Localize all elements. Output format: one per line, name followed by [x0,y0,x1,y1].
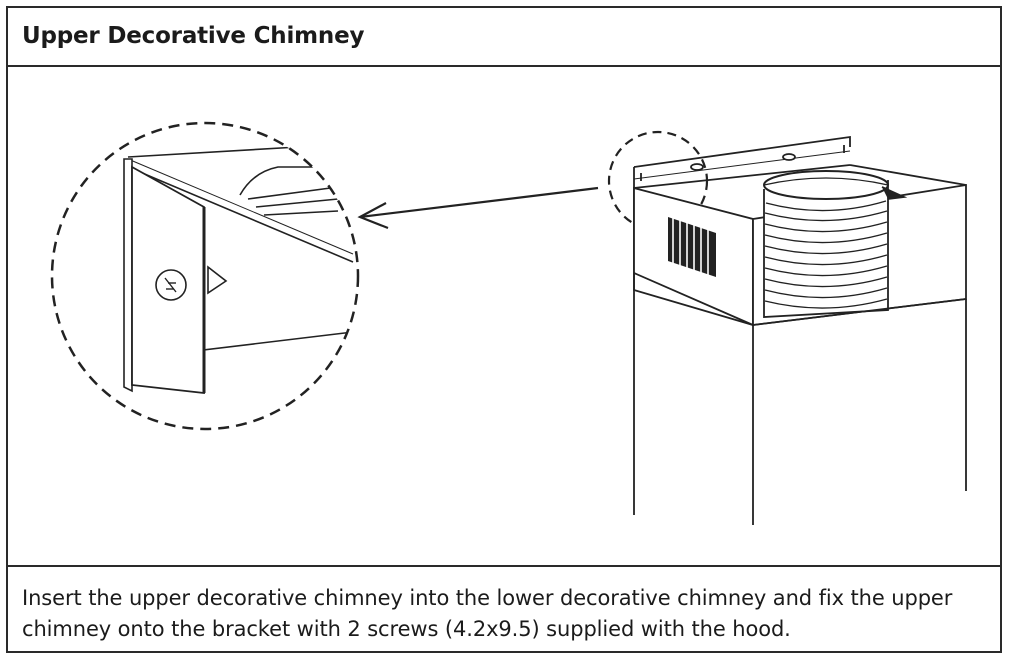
instruction-panel: Upper Decorative Chimney [6,6,1002,653]
instruction-text: Insert the upper decorative chimney into… [22,586,953,641]
section-title: Upper Decorative Chimney [22,23,365,49]
vent-grille-icon [668,217,716,277]
panel-header: Upper Decorative Chimney [8,8,1000,67]
instruction-caption-area: Insert the upper decorative chimney into… [8,565,1000,651]
detail-magnifier [50,121,360,431]
arrow-icon [357,186,599,230]
illustration-svg [50,121,967,525]
chimney-assembly [633,135,967,525]
flexible-duct [763,170,908,318]
assembly-illustration [8,67,1000,565]
screw-icon [155,269,187,301]
